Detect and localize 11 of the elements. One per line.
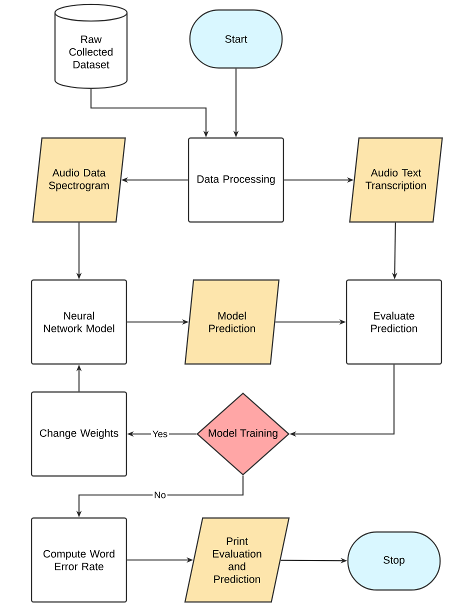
process-box: Data Processing — [188, 137, 284, 223]
edge-label: Yes — [151, 429, 169, 439]
edge-label: No — [152, 490, 168, 500]
process-box: Neural Network Model — [30, 279, 128, 365]
data-parallelogram: Audio Text Transcription — [349, 137, 443, 223]
process-box: Change Weights — [30, 391, 128, 477]
database-cylinder: Raw Collected Dataset — [54, 4, 128, 89]
data-parallelogram: Audio Data Spectrogram — [32, 137, 126, 223]
process-box: Compute Word Error Rate — [30, 517, 128, 603]
data-parallelogram: Print Evaluation and Prediction — [184, 517, 290, 603]
process-box: Evaluate Prediction — [346, 279, 442, 365]
